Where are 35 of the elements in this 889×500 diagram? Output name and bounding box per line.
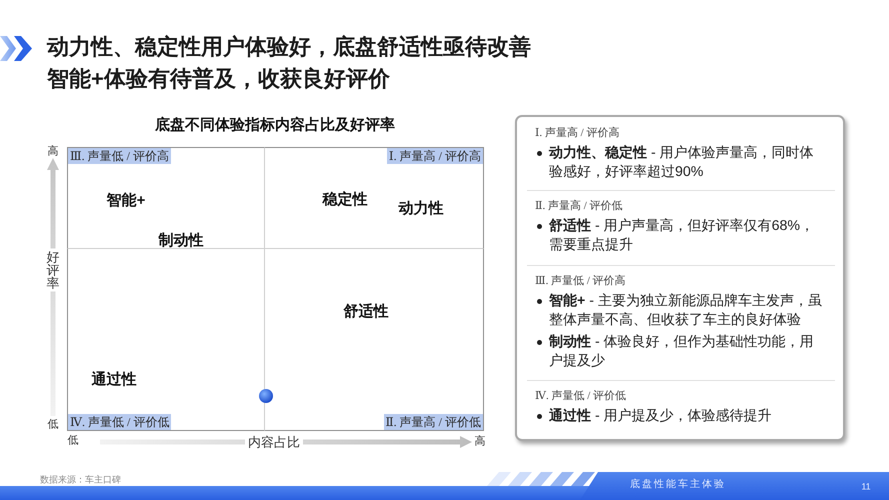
section-heading: Ⅱ. 声量高 / 评价低 (535, 198, 623, 214)
item-label: 通过性 (92, 371, 136, 389)
section-heading: Ⅰ. 声量高 / 评价高 (535, 126, 620, 141)
page-number: 11 (861, 482, 871, 492)
panel (515, 115, 845, 441)
item-label: 制动性 (158, 232, 204, 250)
bullet-text: 智能+ - 主要为独立新能源品牌车主发声，虽整体声量不高、但收获了车主的良好体验 (549, 292, 823, 330)
bullet-text: 动力性、稳定性 - 用户体验声量高，同时体验感好，好评率超过90% (549, 144, 815, 182)
item-label: 稳定性 (322, 191, 368, 209)
axis-label: 高 (474, 436, 486, 448)
slide-title: 动力性、稳定性用户体验好，底盘舒适性亟待改善智能+体验有待普及，收获良好评价 (47, 33, 532, 93)
quadrant (67, 249, 265, 431)
axis-title: 好评率 (46, 248, 60, 292)
quadrant-tag: Ⅱ. 声量高 / 评价低 (384, 414, 483, 430)
bullet-text: 制动性 - 体验良好，但作为基础性功能，用户提及少 (549, 333, 815, 371)
section-heading: Ⅲ. 声量低 / 评价高 (535, 274, 626, 289)
item-label: 舒适性 (344, 303, 388, 321)
axis-label: 高 (48, 146, 58, 158)
item-label: 智能+ (106, 192, 146, 210)
axis-label: 低 (68, 434, 78, 448)
quadrant (265, 249, 484, 431)
axis-label: 低 (48, 418, 58, 432)
bullet-text: 舒适性 - 用户声量高，但好评率仅有68%，需要重点提升 (549, 217, 816, 255)
quadrant-tag: Ⅲ. 声量低 / 评价高 (68, 148, 171, 164)
section-heading: Ⅳ. 声量低 / 评价低 (535, 389, 626, 404)
item-label: 动力性 (398, 200, 444, 218)
source-note: 数据来源：车主口碑 (40, 474, 121, 486)
quadrant-tag: Ⅳ. 声量低 / 评价低 (68, 414, 172, 430)
quadrant (265, 147, 484, 249)
bullet-text: 通过性 - 用户提及少，体验感待提升 (549, 407, 772, 426)
axis-title: 内容占比 (245, 434, 303, 450)
footer-text: 底盘性能车主体验 (630, 479, 726, 491)
quadrant-tag: Ⅰ. 声量高 / 评价高 (386, 148, 483, 164)
chart-title: 底盘不同体验指标内容占比及好评率 (155, 116, 395, 134)
quadrant (67, 147, 265, 249)
